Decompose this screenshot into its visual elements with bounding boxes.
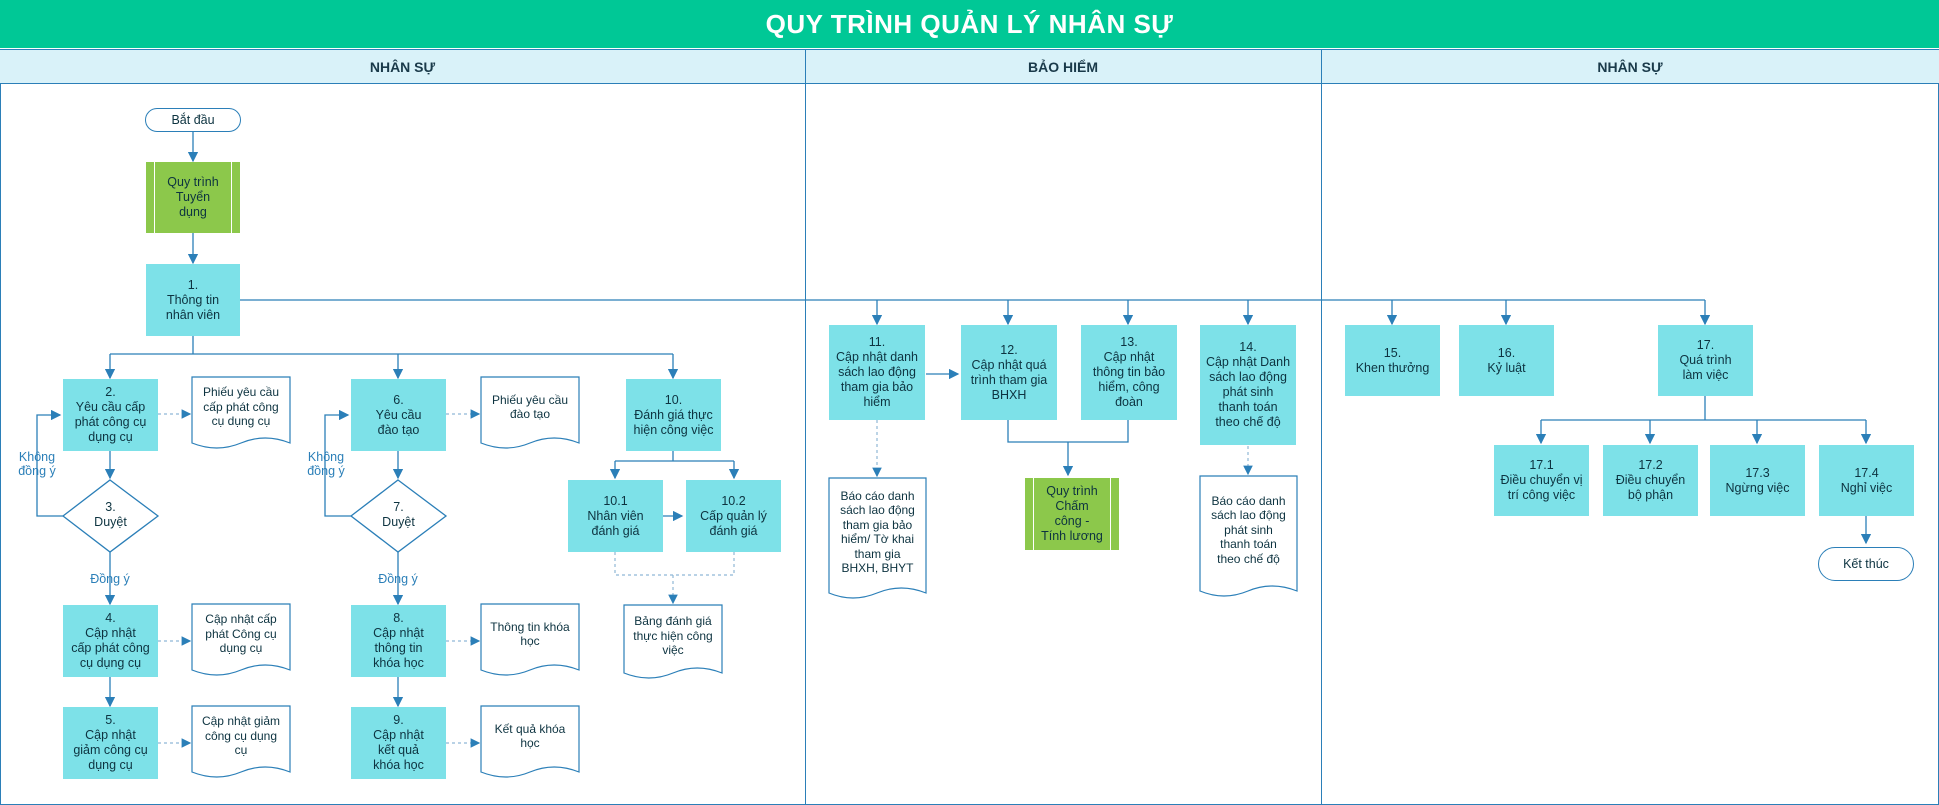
doc-tool-issue-update: Cập nhật cấp phát Công cụ dụng cụ (205, 612, 277, 656)
lane-header-hr-2: NHÂN SỰ (1321, 49, 1939, 84)
doc-tool-request-form: Phiếu yêu cầu cấp phát công cụ dụng cụ (202, 385, 280, 429)
end-terminator: Kết thúc (1818, 547, 1914, 581)
step-16-discipline: 16. Kỷ luật (1459, 325, 1554, 396)
lane-divider (805, 49, 806, 805)
document-shape (1199, 475, 1298, 597)
label-reject-1: Không đồng ý (18, 450, 56, 478)
step-10-2-manager-review: 10.2 Cấp quản lý đánh giá (686, 480, 781, 552)
doc-course-result: Kết quả khóa học (494, 721, 566, 751)
document-shape (191, 603, 291, 676)
doc-course-info: Thông tin khóa học (490, 619, 570, 649)
step-17-4-resignation: 17.4 Nghỉ việc (1819, 445, 1914, 516)
step-12-update-bhxh: 12. Cập nhật quá trình tham gia BHXH (961, 325, 1057, 420)
document-shape (191, 705, 291, 778)
step-9-update-course-result: 9. Cập nhật kết quả khóa học (351, 707, 446, 779)
decision-diamond (61, 479, 160, 553)
step-4-update-tool-issue: 4. Cập nhật cấp phát công cụ dụng cụ (63, 605, 158, 677)
document-shape (480, 376, 580, 449)
decision-diamond (349, 479, 448, 553)
lane-header-hr-1: NHÂN SỰ (0, 49, 805, 84)
step-5-update-tool-decrease: 5. Cập nhật giảm công cụ dụng cụ (63, 707, 158, 779)
doc-benefit-report: Báo cáo danh sách lao động phát sinh tha… (1211, 493, 1286, 566)
step-3-approve: 3. Duyệt (94, 500, 127, 529)
step-7-approve: 7. Duyệt (382, 500, 415, 529)
step-15-reward: 15. Khen thưởng (1345, 325, 1440, 396)
lane-header-insurance: BẢO HIỂM (805, 49, 1321, 84)
step-13-update-insurance-union: 13. Cập nhật thông tin bảo hiểm, công đo… (1081, 325, 1177, 420)
doc-tool-decrease-update: Cập nhật giảm công cụ dụng cụ (201, 714, 281, 758)
label-approve-1: Đồng ý (90, 572, 130, 586)
doc-training-request-form: Phiếu yêu cầu đào tạo (491, 392, 569, 422)
doc-insurance-report: Báo cáo danh sách lao động tham gia bảo … (840, 488, 915, 576)
document-shape (828, 477, 927, 599)
step-14-update-benefit-list: 14. Cập nhật Danh sách lao động phát sin… (1200, 325, 1296, 445)
label-approve-2: Đồng ý (378, 572, 418, 586)
step-17-work-history: 17. Quá trình làm việc (1658, 325, 1753, 396)
subprocess-payroll: Quy trình Chấm công - Tính lương (1025, 478, 1119, 550)
step-10-performance-review: 10. Đánh giá thực hiện công việc (626, 379, 721, 451)
step-6-training-request: 6. Yêu cầu đào tạo (351, 379, 446, 451)
step-2-tool-request: 2. Yêu cầu cấp phát công cụ dụng cụ (63, 379, 158, 451)
step-10-1-self-review: 10.1 Nhân viên đánh giá (568, 480, 663, 552)
document-shape (191, 376, 291, 449)
start-terminator: Bắt đầu (145, 108, 241, 132)
page-title: QUY TRÌNH QUẢN LÝ NHÂN SỰ (0, 0, 1939, 48)
step-11-update-insured-list: 11. Cập nhật danh sách lao động tham gia… (829, 325, 925, 420)
document-shape (480, 603, 580, 676)
step-17-3-suspension: 17.3 Ngừng việc (1710, 445, 1805, 516)
step-1-employee-info: 1. Thông tin nhân viên (146, 264, 240, 336)
doc-performance-sheet: Bảng đánh giá thực hiện công việc (633, 614, 713, 658)
step-8-update-course-info: 8. Cập nhật thông tin khóa học (351, 605, 446, 677)
lane-divider (1321, 49, 1322, 805)
step-17-2-department-transfer: 17.2 Điều chuyển bộ phận (1603, 445, 1698, 516)
document-shape (623, 604, 723, 679)
label-reject-2: Không đồng ý (307, 450, 345, 478)
subprocess-recruitment: Quy trình Tuyển dụng (146, 162, 240, 233)
document-shape (480, 705, 580, 778)
step-17-1-job-transfer: 17.1 Điều chuyển vị trí công việc (1494, 445, 1589, 516)
